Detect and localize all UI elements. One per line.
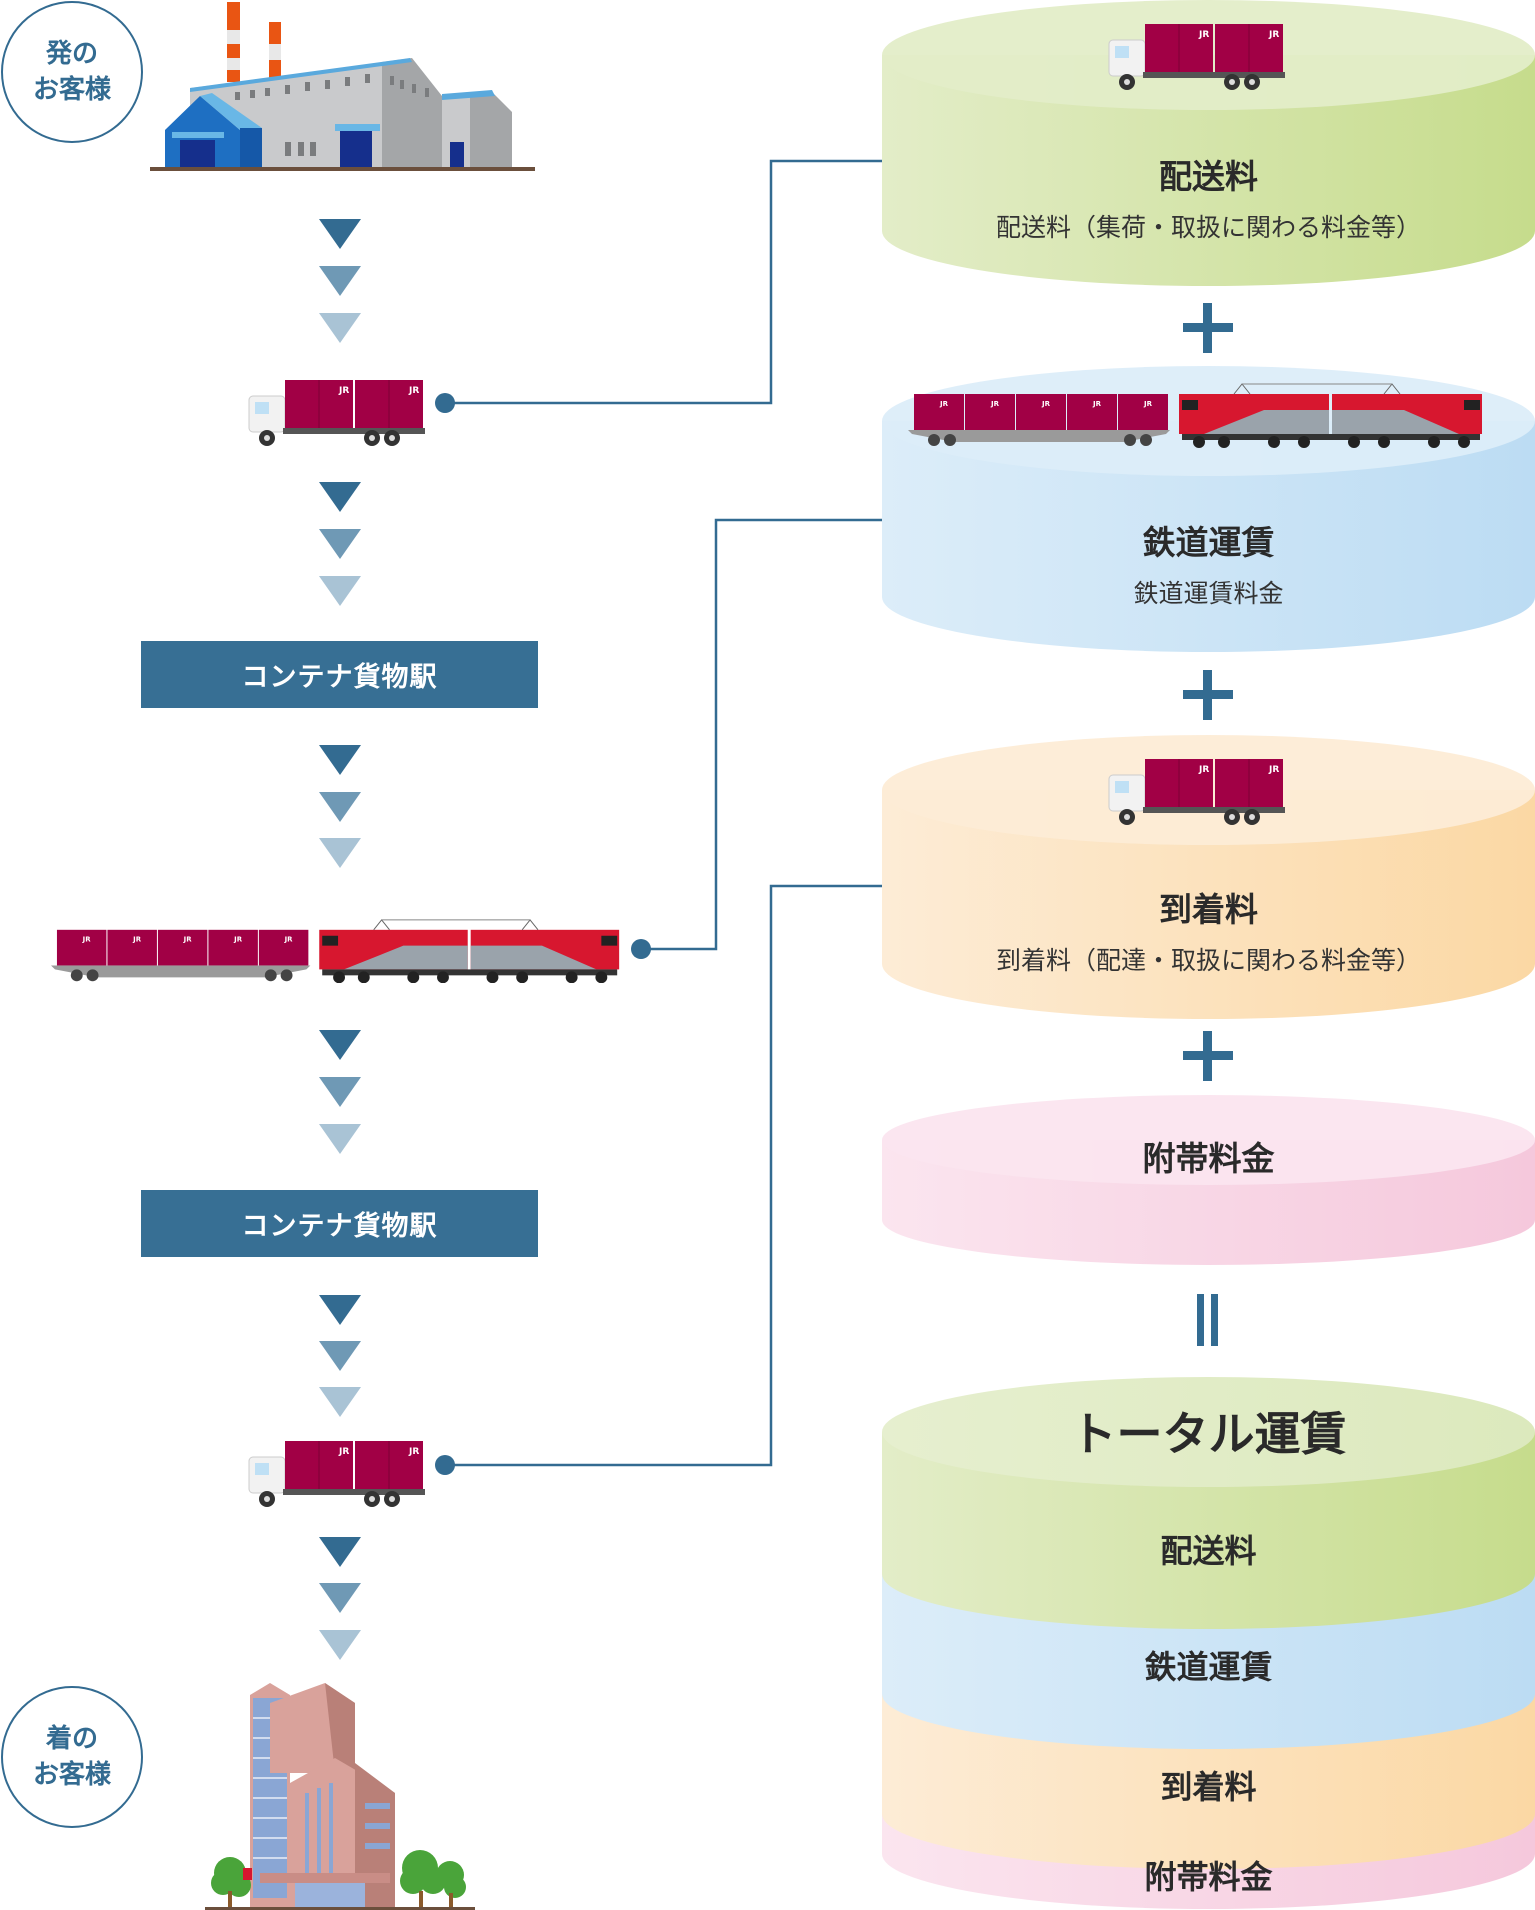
fee-title: 配送料 xyxy=(1159,157,1258,196)
total-fare-cylinder: トータル運賃 配送料 鉄道運賃 到着料 附帯料金 xyxy=(882,1374,1535,1910)
connector-truck-to-delivery xyxy=(445,159,883,405)
svg-text:JR: JR xyxy=(408,1447,419,1457)
plus-icon xyxy=(1183,303,1233,353)
down-arrow-icon xyxy=(319,745,361,775)
cylinder-side xyxy=(882,790,1535,1019)
down-arrow-icon xyxy=(319,1124,361,1154)
total-layer-label-rail: 鉄道運賃 xyxy=(1144,1648,1273,1686)
svg-text:JR: JR xyxy=(939,400,949,408)
down-arrow-icon xyxy=(319,219,361,249)
total-layer-label-arrival: 到着料 xyxy=(1160,1768,1257,1806)
truck-drawing: JR JR xyxy=(248,1441,425,1507)
total-layer-label-surcharge: 附帯料金 xyxy=(1144,1858,1273,1896)
total-layer-delivery xyxy=(882,1432,1535,1629)
truck-drawing: JR JR xyxy=(1108,24,1285,90)
train-drawing: JR JR JR JR JR xyxy=(51,919,620,984)
total-cylinder-top xyxy=(882,1377,1535,1487)
truck-drawing: JR JR xyxy=(248,380,425,446)
svg-text:JR: JR xyxy=(1143,400,1153,408)
cylinder-body xyxy=(882,1095,1535,1265)
freight-train: JR JR JR JR JR xyxy=(47,912,631,987)
cylinder-side xyxy=(882,55,1535,286)
svg-text:JR: JR xyxy=(132,936,142,944)
fee-subtitle: 鉄道運賃料金 xyxy=(1133,579,1284,608)
svg-text:JR: JR xyxy=(338,386,349,396)
fee-subtitle: 配送料（集荷・取扱に関わる料金等） xyxy=(995,213,1421,242)
svg-text:JR: JR xyxy=(408,386,419,396)
destination-customer-line1: 着の xyxy=(45,1724,98,1754)
fee-cylinder-rail: JR JR JR JR JR 鉄道運賃 鉄道運賃料金 xyxy=(882,366,1535,652)
equals-icon xyxy=(1197,1294,1219,1346)
down-arrow-icon xyxy=(319,1537,361,1567)
down-arrow-icon xyxy=(319,576,361,606)
down-arrow-icon xyxy=(319,266,361,296)
svg-text:JR: JR xyxy=(1198,765,1209,775)
train-drawing: JR JR JR JR JR xyxy=(908,383,1482,448)
down-arrow-icon xyxy=(319,313,361,343)
fee-cylinder-surcharge: 附帯料金 xyxy=(882,1095,1535,1265)
origin-customer-badge: 発の お客様 xyxy=(1,1,143,143)
down-arrow-icon xyxy=(319,1030,361,1060)
svg-text:JR: JR xyxy=(284,936,294,944)
connector-dot xyxy=(631,939,651,959)
svg-text:JR: JR xyxy=(183,936,193,944)
office-building-icon xyxy=(205,1683,475,1910)
svg-text:JR: JR xyxy=(1268,765,1279,775)
down-arrow-icon xyxy=(319,1630,361,1660)
truck-pickup: JR JR xyxy=(247,376,429,452)
container-station-origin: コンテナ貨物駅 xyxy=(141,641,538,708)
down-arrow-icon xyxy=(319,482,361,512)
svg-text:JR: JR xyxy=(233,936,243,944)
svg-text:JR: JR xyxy=(1041,400,1051,408)
down-arrow-icon xyxy=(319,1583,361,1613)
container-station-destination: コンテナ貨物駅 xyxy=(141,1190,538,1257)
destination-customer-badge: 着の お客様 xyxy=(1,1686,143,1828)
down-arrow-icon xyxy=(319,1387,361,1417)
svg-text:JR: JR xyxy=(990,400,1000,408)
total-fare-title: トータル運賃 xyxy=(1070,1407,1347,1461)
plus-icon xyxy=(1183,670,1233,720)
connector-train-to-rail xyxy=(641,518,883,951)
destination-customer-line2: お客様 xyxy=(32,1760,111,1790)
connector-dot xyxy=(435,393,455,413)
down-arrow-icon xyxy=(319,529,361,559)
svg-text:JR: JR xyxy=(1198,30,1209,40)
cylinder-side xyxy=(882,421,1535,652)
fee-title: 鉄道運賃 xyxy=(1142,523,1275,562)
svg-text:JR: JR xyxy=(82,936,92,944)
origin-customer-line2: お客様 xyxy=(32,75,111,105)
truck-delivery: JR JR xyxy=(247,1437,429,1513)
factory-icon xyxy=(150,2,535,171)
plus-icon xyxy=(1183,1031,1233,1081)
down-arrow-icon xyxy=(319,838,361,868)
down-arrow-icon xyxy=(319,1295,361,1325)
fee-cylinder-arrival: JR JR 到着料 到着料（配達・取扱に関わる料金等） xyxy=(882,735,1535,1019)
down-arrow-icon xyxy=(319,792,361,822)
cylinder-top xyxy=(882,1095,1535,1185)
fee-title: 到着料 xyxy=(1159,890,1258,929)
origin-customer-line1: 発の xyxy=(45,39,98,69)
total-cylinder-shape xyxy=(882,1377,1535,1909)
svg-text:JR: JR xyxy=(338,1447,349,1457)
fee-title: 附帯料金 xyxy=(1142,1139,1275,1178)
total-layer-label-delivery: 配送料 xyxy=(1160,1532,1257,1570)
svg-text:JR: JR xyxy=(1092,400,1102,408)
fee-subtitle: 到着料（配達・取扱に関わる料金等） xyxy=(995,946,1421,975)
fee-cylinder-delivery: JR JR 配送料 配送料（集荷・取扱に関わる料金等） xyxy=(882,0,1535,286)
truck-drawing: JR JR xyxy=(1108,759,1285,825)
connector-dot xyxy=(435,1455,455,1475)
down-arrow-icon xyxy=(319,1341,361,1371)
down-arrow-icon xyxy=(319,1077,361,1107)
svg-text:JR: JR xyxy=(1268,30,1279,40)
